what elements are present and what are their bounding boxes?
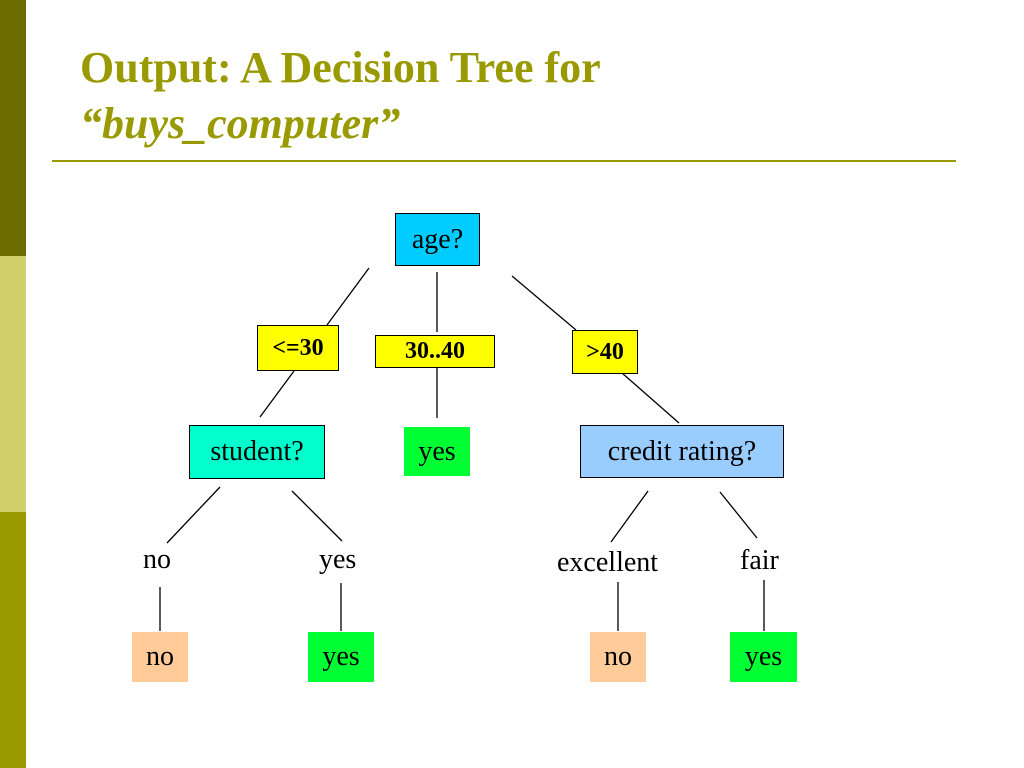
edge-right-to-credit xyxy=(621,372,680,424)
branch-le30-label: <=30 xyxy=(272,334,324,361)
leaf-middle-yes-label: yes xyxy=(418,435,456,467)
edge-left-to-student xyxy=(259,370,295,418)
leaf-student-yes: yes xyxy=(308,632,374,682)
leaf-credit-yes-label: yes xyxy=(744,641,783,672)
leaf-middle-yes: yes xyxy=(404,427,470,476)
node-age-label: age? xyxy=(411,223,464,255)
side-stripe-bottom xyxy=(0,512,26,768)
branch-le30: <=30 xyxy=(257,325,339,371)
leaf-credit-no-label: no xyxy=(604,641,632,672)
node-age: age? xyxy=(395,213,480,266)
title-divider xyxy=(52,160,956,162)
node-student: student? xyxy=(189,425,325,479)
edge-label-student-no: no xyxy=(143,544,171,575)
edge-label-credit-excellent: excellent xyxy=(557,547,659,578)
edge-student-no xyxy=(166,486,221,544)
leaf-student-no-label: no xyxy=(146,641,174,672)
slide-title: Output: A Decision Tree for “buys_comput… xyxy=(80,40,601,152)
edge-credit-excellent xyxy=(610,490,649,543)
edge-root-left xyxy=(326,267,370,326)
branch-gt40: >40 xyxy=(572,330,638,374)
node-credit-rating-label: credit rating? xyxy=(607,435,757,467)
node-student-label: student? xyxy=(210,436,304,467)
leaf-credit-no: no xyxy=(590,632,646,682)
branch-30-40: 30..40 xyxy=(375,335,495,368)
slide-title-line2: “buys_computer” xyxy=(80,99,401,148)
side-stripe-top xyxy=(0,0,26,256)
slide-title-line1: Output: A Decision Tree for xyxy=(80,43,601,92)
branch-gt40-label: >40 xyxy=(586,338,624,365)
leaf-credit-yes: yes xyxy=(730,632,797,682)
edge-student-yes xyxy=(291,490,343,542)
edge-label-credit-fair: fair xyxy=(740,545,779,576)
node-credit-rating: credit rating? xyxy=(580,425,784,478)
edge-label-student-yes: yes xyxy=(319,544,357,575)
leaf-student-no: no xyxy=(132,632,188,682)
branch-30-40-label: 30..40 xyxy=(405,338,465,364)
edge-root-right xyxy=(511,275,577,331)
side-stripe-middle xyxy=(0,256,26,512)
edge-credit-fair xyxy=(719,491,758,539)
leaf-student-yes-label: yes xyxy=(322,641,360,672)
